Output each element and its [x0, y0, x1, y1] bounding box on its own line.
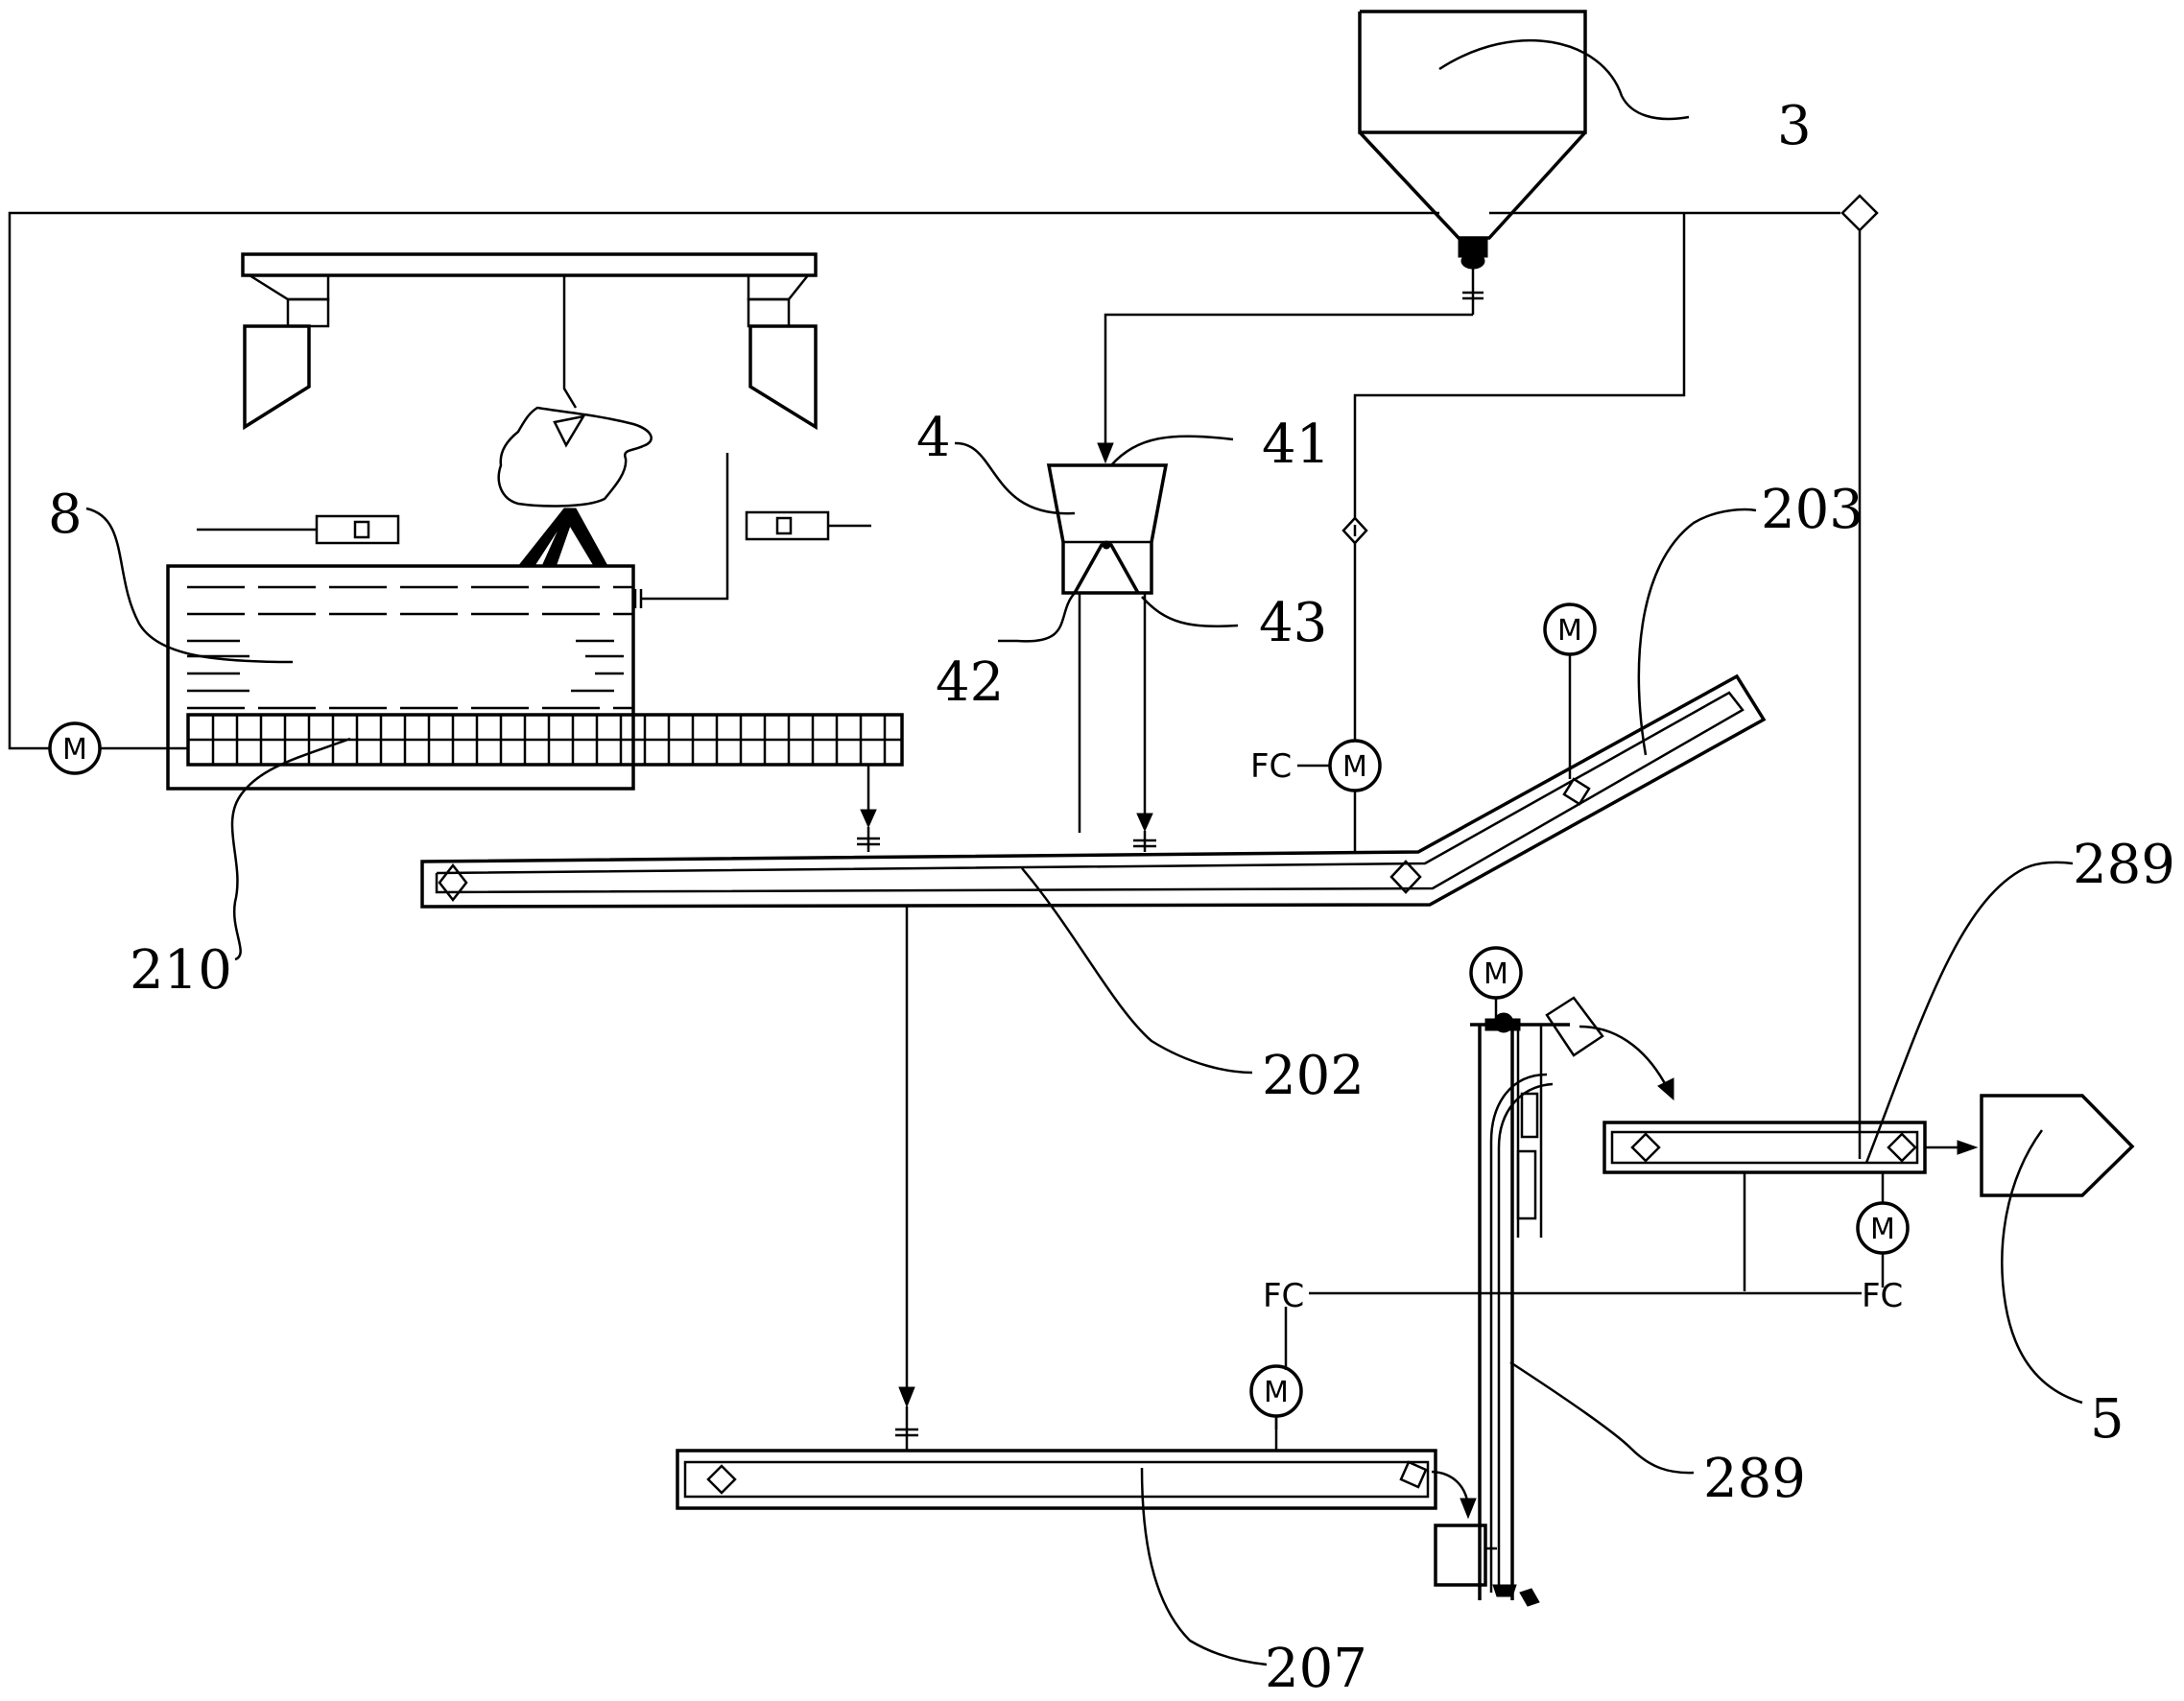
- ref-label-207: 207: [1265, 1638, 1367, 1700]
- ref-label-43: 43: [1259, 592, 1327, 654]
- ref-label-42: 42: [936, 651, 1004, 714]
- motor-fc-mid: M: [1297, 739, 1382, 792]
- motor-label: M: [1557, 614, 1582, 648]
- tank-8: [166, 453, 871, 791]
- ref-label-41: 41: [1262, 413, 1330, 476]
- ref-label-5: 5: [2090, 1388, 2125, 1451]
- ref-label-289-bottom: 289: [1703, 1448, 1806, 1510]
- conveyor-202-203: [420, 654, 1767, 1451]
- ref-label-202: 202: [1262, 1045, 1365, 1107]
- roller-icon: [1399, 1460, 1428, 1489]
- top-right-valve-icon: [1840, 194, 1879, 232]
- motor-right: M: [1856, 1201, 1910, 1255]
- fc-control-line: [1274, 1291, 1862, 1429]
- conveyor-207: [676, 1416, 1477, 1520]
- motor-label: M: [62, 733, 87, 767]
- roller-icon: [1562, 777, 1591, 806]
- ref-label-289-top: 289: [2073, 834, 2175, 896]
- motor-bottom: M: [1249, 1364, 1303, 1418]
- ref-label-4: 4: [916, 407, 951, 469]
- motor-label: M: [1484, 957, 1508, 991]
- roller-icon: [438, 862, 468, 903]
- fc-tag: FC: [1263, 1277, 1304, 1315]
- motor-label: M: [1870, 1213, 1895, 1246]
- leader-lines: [85, 38, 2083, 1666]
- conveyor-right: [1602, 1121, 1979, 1291]
- motor-label: M: [1264, 1376, 1289, 1409]
- motor-screw: M: [48, 721, 102, 775]
- motor-label: M: [1342, 750, 1367, 784]
- motor-incline: M: [1543, 602, 1597, 656]
- roller-icon: [1389, 860, 1422, 894]
- separator-4: [1046, 463, 1169, 852]
- ref-label-8: 8: [48, 484, 83, 546]
- bucket-elevator-289: [1434, 996, 1674, 1607]
- control-lines: [8, 194, 1879, 1159]
- fc-tag: FC: [1862, 1277, 1903, 1315]
- ref-label-210: 210: [130, 939, 232, 1002]
- roller-icon: [1630, 1132, 1661, 1163]
- hopper-3: [1097, 10, 1587, 464]
- ref-label-203: 203: [1761, 479, 1864, 541]
- gantry-crane: [241, 252, 818, 565]
- motor-elevator: M: [1469, 946, 1523, 1000]
- ref-label-3: 3: [1777, 95, 1812, 157]
- roller-icon: [1887, 1132, 1917, 1163]
- product-5: [1980, 1094, 2135, 1197]
- roller-icon: [706, 1464, 737, 1495]
- fc-tag: FC: [1250, 747, 1292, 786]
- screw-conveyor-210: [101, 713, 904, 852]
